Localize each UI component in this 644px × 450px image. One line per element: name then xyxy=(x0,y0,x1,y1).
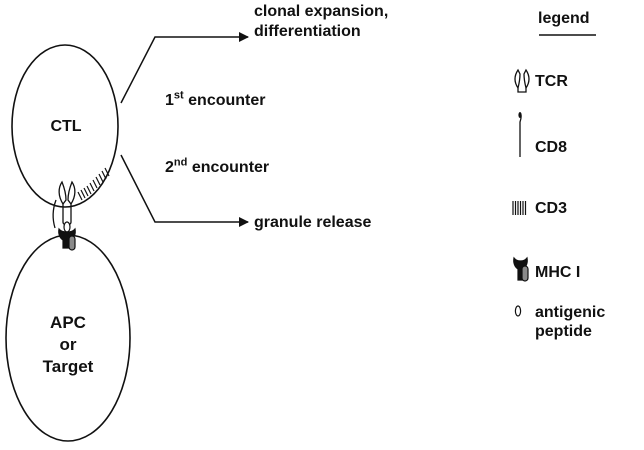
legend-cd8-icon xyxy=(519,112,522,157)
synapse-tcr-icon xyxy=(58,180,76,226)
legend-label-cd8: CD8 xyxy=(535,139,568,156)
apc-label-line2: or xyxy=(59,335,77,354)
legend-label-peptide: peptide xyxy=(535,323,592,340)
second-encounter-word: encounter xyxy=(191,159,270,176)
second-encounter-superscript: nd xyxy=(173,156,188,169)
outcome-clonal-expansion-line1: clonal expansion, xyxy=(254,3,389,20)
synapse-peptide-icon xyxy=(63,221,71,233)
legend-tcr-icon xyxy=(514,68,530,93)
legend-cd8-head xyxy=(518,112,522,118)
second-encounter-label: 2nd encounter xyxy=(165,156,270,177)
legend-label-mhc-i: MHC I xyxy=(535,264,581,281)
synapse-mhc-icon xyxy=(58,227,76,251)
arrow-to-granule-release xyxy=(120,154,249,227)
legend-cd3-icon xyxy=(512,201,527,215)
legend-mhc-i-icon xyxy=(513,256,529,282)
ctl-label: CTL xyxy=(50,118,82,135)
ctl-cell xyxy=(11,44,119,208)
legend-label-antigenic: antigenic xyxy=(535,304,606,321)
legend-peptide-icon xyxy=(514,305,522,317)
pathway-arrows xyxy=(120,32,249,227)
first-encounter-label: 1st encounter xyxy=(165,89,266,110)
first-encounter-number: 1 xyxy=(165,92,174,109)
first-encounter-superscript: st xyxy=(173,89,184,102)
synapse-cd3-icon xyxy=(77,167,110,201)
apc-label-line3: Target xyxy=(42,357,94,376)
legend-label-tcr: TCR xyxy=(535,73,568,90)
outcome-granule-release: granule release xyxy=(254,214,372,231)
arrow-to-clonal-expansion xyxy=(120,32,249,104)
synapse-cd8-icon xyxy=(52,199,57,229)
second-encounter-number: 2 xyxy=(165,159,174,176)
apc-label-line1: APC xyxy=(50,313,86,332)
legend-label-cd3: CD3 xyxy=(535,200,568,217)
first-encounter-word: encounter xyxy=(188,92,266,109)
outcome-clonal-expansion-line2: differentiation xyxy=(254,23,361,40)
synapse-molecules xyxy=(52,167,110,251)
legend-title: legend xyxy=(538,10,590,27)
